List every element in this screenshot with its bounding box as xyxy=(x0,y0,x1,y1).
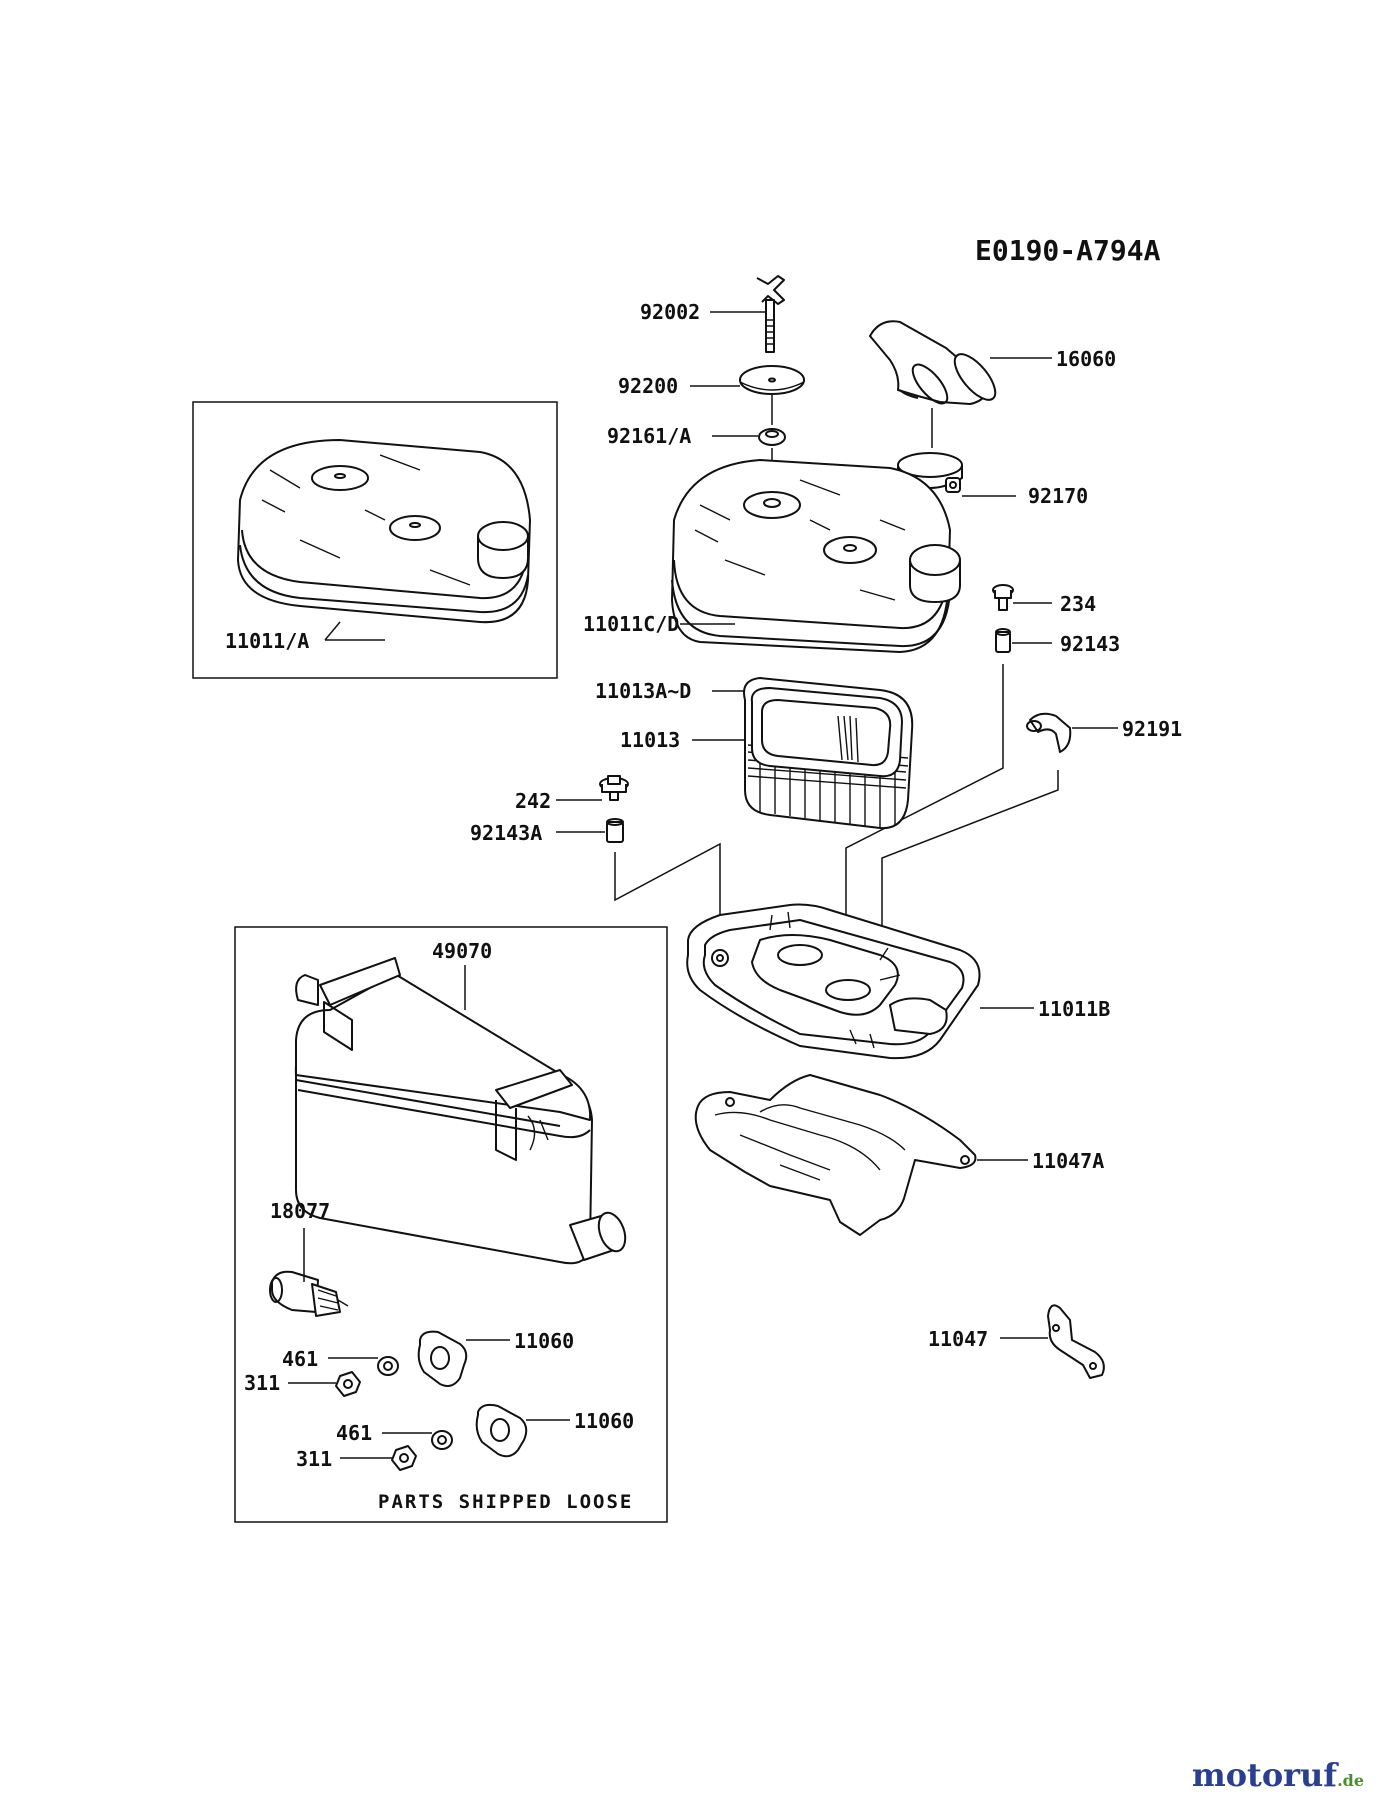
wing-bolt[interactable] xyxy=(756,275,785,353)
base-gasket-plate[interactable] xyxy=(694,1074,977,1236)
label-92191: 92191 xyxy=(1122,717,1182,741)
collar-92143[interactable] xyxy=(995,628,1011,653)
label-49070: 49070 xyxy=(432,939,492,963)
inset-frame-cover xyxy=(192,401,558,679)
label-92143a: 92143A xyxy=(470,821,542,845)
label-11060-lower: 11060 xyxy=(574,1409,634,1433)
bolt-234[interactable] xyxy=(992,584,1014,611)
lock-washer-lower[interactable] xyxy=(431,1430,453,1450)
bracket[interactable] xyxy=(1047,1304,1105,1379)
label-11047: 11047 xyxy=(928,1327,988,1351)
breather-hose[interactable] xyxy=(1026,712,1072,753)
parts-shipped-loose-note: PARTS SHIPPED LOOSE xyxy=(378,1491,633,1513)
label-16060: 16060 xyxy=(1056,347,1116,371)
label-11011b: 11011B xyxy=(1038,997,1110,1021)
label-18077: 18077 xyxy=(270,1199,330,1223)
watermark-main: motoruf xyxy=(1191,1756,1338,1794)
muffler[interactable] xyxy=(294,957,630,1265)
lock-washer-upper[interactable] xyxy=(377,1356,399,1376)
bolt-242[interactable] xyxy=(599,775,629,801)
label-234: 234 xyxy=(1060,592,1096,616)
diagram-code: E0190-A794A xyxy=(975,234,1161,267)
label-11011-c-d: 11011C/D xyxy=(583,612,679,636)
label-11060-upper: 11060 xyxy=(514,1329,574,1353)
label-311-lower: 311 xyxy=(296,1447,332,1471)
label-92200: 92200 xyxy=(618,374,678,398)
inset-frame-loose-parts xyxy=(234,926,668,1523)
plate-washer[interactable] xyxy=(739,365,805,395)
spark-arrester[interactable] xyxy=(269,1270,349,1317)
label-461-lower: 461 xyxy=(336,1421,372,1445)
label-92143: 92143 xyxy=(1060,632,1120,656)
air-cleaner-cover[interactable] xyxy=(671,459,961,653)
label-461-upper: 461 xyxy=(282,1347,318,1371)
label-11047a: 11047A xyxy=(1032,1149,1104,1173)
air-cleaner-base[interactable] xyxy=(686,903,981,1060)
intake-elbow[interactable] xyxy=(869,320,1002,409)
label-11013-a-d: 11013A~D xyxy=(595,679,691,703)
label-92170: 92170 xyxy=(1028,484,1088,508)
watermark-logo: motoruf.de xyxy=(1192,1756,1364,1794)
exhaust-gasket-upper[interactable] xyxy=(417,1330,468,1387)
label-92002: 92002 xyxy=(640,300,700,324)
label-11011-a: 11011/A xyxy=(225,629,309,653)
air-cleaner-cover-alt[interactable] xyxy=(237,439,531,624)
watermark-suffix: .de xyxy=(1337,1771,1364,1790)
nut-upper[interactable] xyxy=(335,1371,361,1397)
label-311-upper: 311 xyxy=(244,1371,280,1395)
label-92161-a: 92161/A xyxy=(607,424,691,448)
label-242: 242 xyxy=(515,789,551,813)
label-11013: 11013 xyxy=(620,728,680,752)
grommet[interactable] xyxy=(758,428,786,446)
nut-lower[interactable] xyxy=(391,1445,417,1471)
air-filter-element[interactable] xyxy=(743,677,914,830)
exhaust-gasket-lower[interactable] xyxy=(475,1403,528,1458)
collar-92143a[interactable] xyxy=(606,818,624,843)
